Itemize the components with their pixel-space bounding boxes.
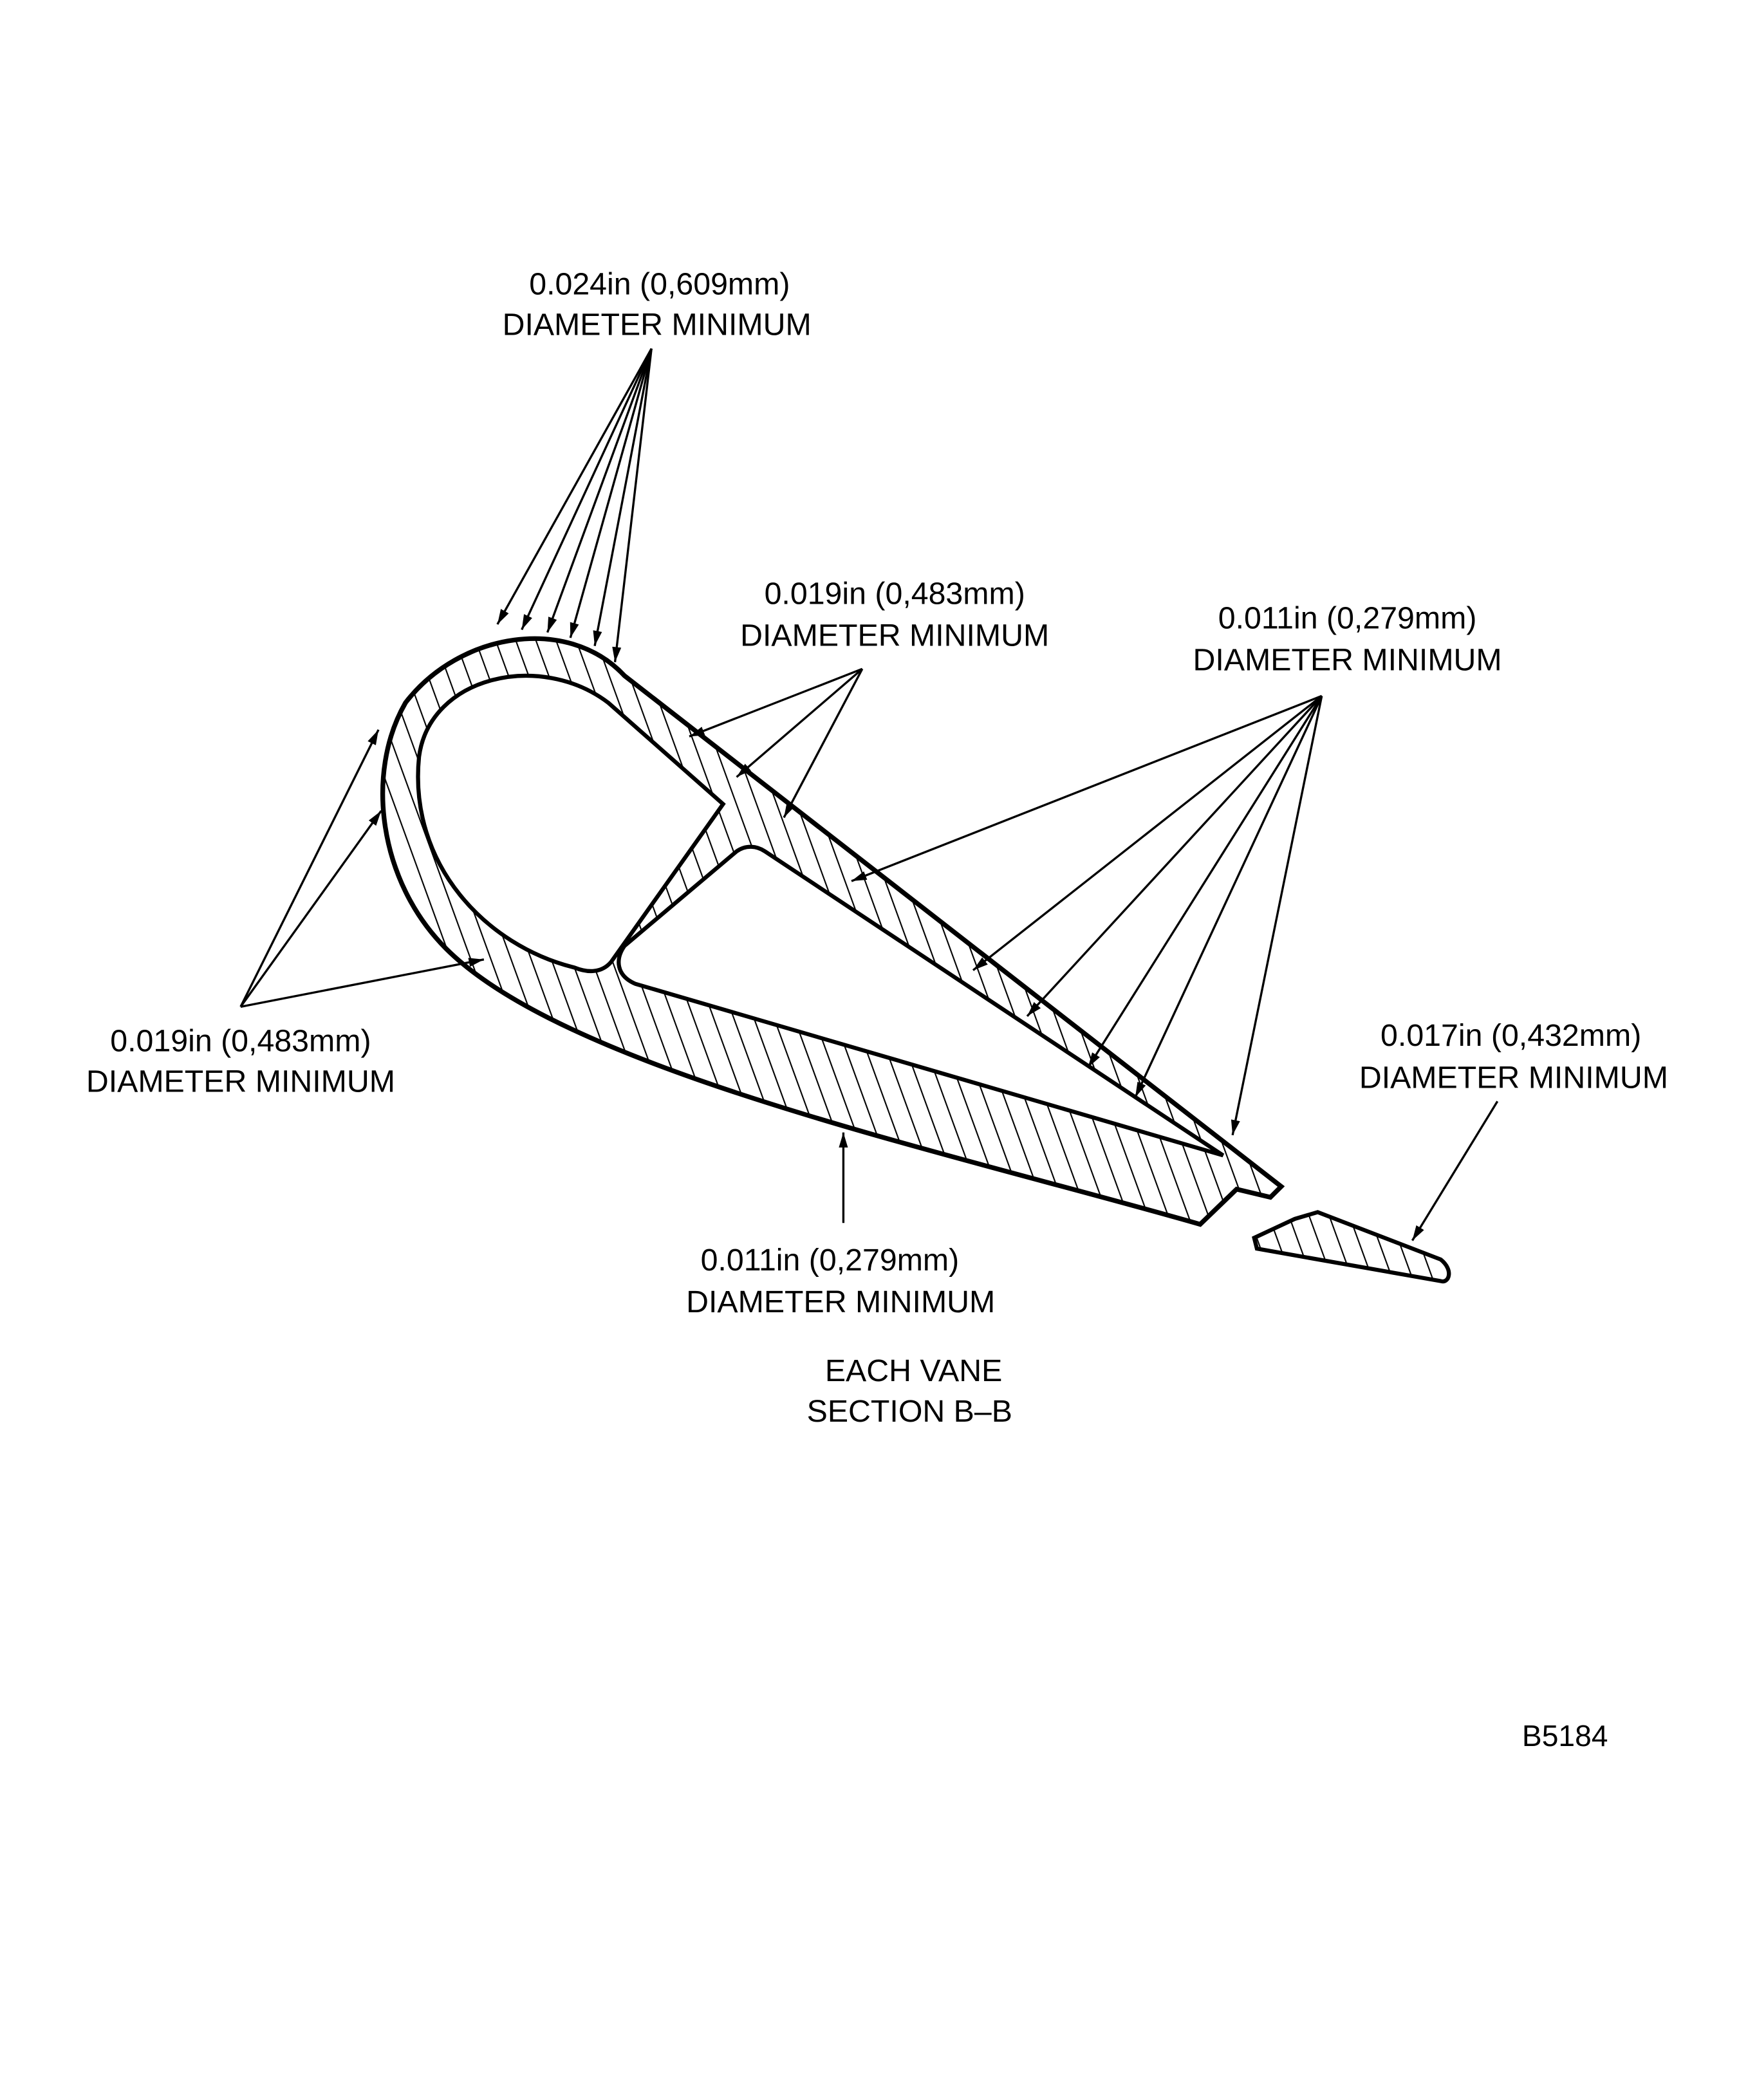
leaders-top-024 (496, 348, 653, 663)
front-cavity (416, 674, 726, 974)
callout-011-right-size: 0.011in (0,279mm) (1218, 600, 1477, 635)
figure-id: B5184 (1522, 1719, 1608, 1752)
vane-airfoil (380, 636, 1285, 1227)
trailing-edge-piece (1252, 1210, 1451, 1284)
callout-019-left-desc: DIAMETER MINIMUM (86, 1064, 395, 1099)
leader-right-017 (1411, 1101, 1499, 1241)
caption-each-vane: EACH VANE (825, 1353, 1002, 1388)
callout-024-size: 0.024in (0,609mm) (529, 267, 790, 302)
callout-011-right-desc: DIAMETER MINIMUM (1193, 642, 1502, 677)
leaders-left-019 (239, 729, 485, 1008)
callout-019-top-desc: DIAMETER MINIMUM (740, 618, 1049, 653)
callout-017-desc: DIAMETER MINIMUM (1359, 1060, 1668, 1095)
leaders-top-019 (689, 667, 864, 819)
leaders-right-011 (851, 694, 1323, 1136)
callout-019-left-size: 0.019in (0,483mm) (110, 1024, 371, 1059)
callout-024-desc: DIAMETER MINIMUM (503, 308, 812, 342)
callout-011-bottom-size: 0.011in (0,279mm) (701, 1243, 960, 1278)
rear-cavity (617, 844, 1225, 1158)
callout-017-size: 0.017in (0,432mm) (1380, 1018, 1641, 1053)
callout-011-bottom-desc: DIAMETER MINIMUM (686, 1285, 995, 1319)
callout-019-top-size: 0.019in (0,483mm) (765, 577, 1025, 611)
caption-section: SECTION B–B (807, 1394, 1012, 1429)
